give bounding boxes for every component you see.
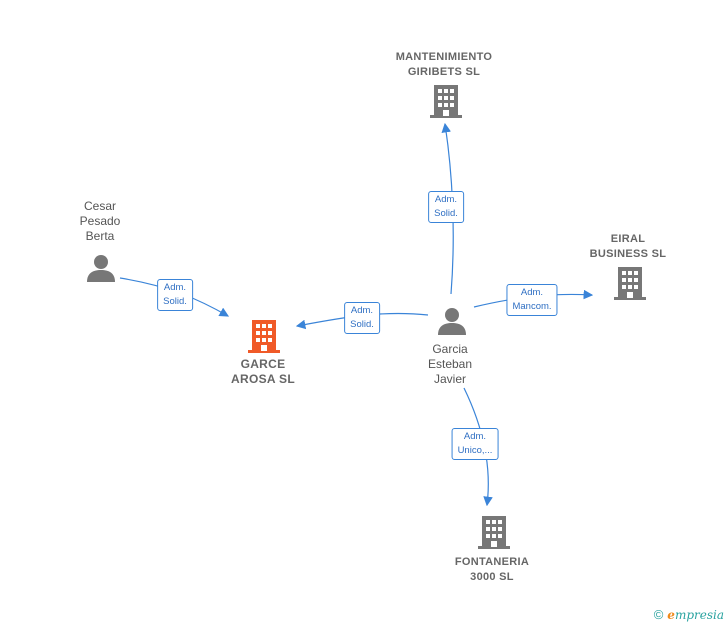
- person-icon[interactable]: [86, 253, 116, 283]
- edge-label-line: Mancom.: [512, 301, 552, 312]
- brand-first-letter: e: [667, 608, 675, 622]
- node-label-eiral[interactable]: EIRAL BUSINESS SL: [590, 232, 667, 262]
- node-label-line: GARCE: [240, 357, 286, 371]
- edge-label-garcia-garce[interactable]: Adm. Solid.: [344, 302, 380, 334]
- brand-name: mpresia: [674, 608, 724, 622]
- copyright-symbol: ©: [653, 607, 664, 622]
- edge-label-line: Adm.: [463, 431, 487, 442]
- edge-label-garcia-mantenimiento[interactable]: Adm. Solid.: [428, 191, 464, 223]
- node-label-garce[interactable]: GARCE AROSA SL: [231, 357, 295, 387]
- edge-label-cesar-garce[interactable]: Adm. Solid.: [157, 279, 193, 311]
- edge-label-line: Solid.: [163, 296, 187, 307]
- node-label-garcia[interactable]: Garcia Esteban Javier: [428, 342, 472, 387]
- node-label-line: BUSINESS SL: [589, 248, 667, 260]
- brand-logo[interactable]: ©empresia: [654, 607, 724, 622]
- node-label-line: FONTANERIA: [454, 556, 530, 568]
- node-label-fontaneria[interactable]: FONTANERIA 3000 SL: [455, 555, 529, 585]
- person-icon[interactable]: [437, 306, 467, 336]
- building-icon[interactable]: [430, 83, 462, 119]
- node-label-line: AROSA SL: [231, 372, 295, 386]
- building-icon[interactable]: [248, 318, 280, 354]
- building-icon[interactable]: [478, 514, 510, 550]
- edge-label-line: Adm.: [520, 287, 544, 298]
- edge-label-line: Solid.: [350, 319, 374, 330]
- edge-label-line: Adm.: [434, 194, 458, 205]
- node-label-mantenimiento[interactable]: MANTENIMIENTO GIRIBETS SL: [396, 50, 493, 80]
- edge-label-line: Adm.: [350, 305, 374, 316]
- node-label-line: 3000 SL: [470, 571, 514, 583]
- node-label-line: Garcia: [432, 342, 468, 356]
- node-label-line: Esteban: [427, 357, 473, 371]
- edge-label-line: Adm.: [163, 282, 187, 293]
- node-label-line: MANTENIMIENTO: [395, 51, 493, 63]
- node-label-line: Pesado: [79, 214, 121, 228]
- node-label-line: Javier: [433, 372, 467, 386]
- node-label-cesar[interactable]: Cesar Pesado Berta: [80, 199, 121, 244]
- node-label-line: Cesar: [83, 199, 117, 213]
- building-icon[interactable]: [614, 265, 646, 301]
- edge-label-garcia-eiral[interactable]: Adm. Mancom.: [506, 284, 558, 316]
- edge-label-line: Unico,...: [457, 445, 493, 456]
- node-label-line: GIRIBETS SL: [407, 66, 481, 78]
- node-label-line: EIRAL: [610, 233, 646, 245]
- edge-label-garcia-fontaneria[interactable]: Adm. Unico,...: [451, 428, 499, 460]
- edge-label-line: Solid.: [434, 208, 458, 219]
- node-label-line: Berta: [85, 229, 115, 243]
